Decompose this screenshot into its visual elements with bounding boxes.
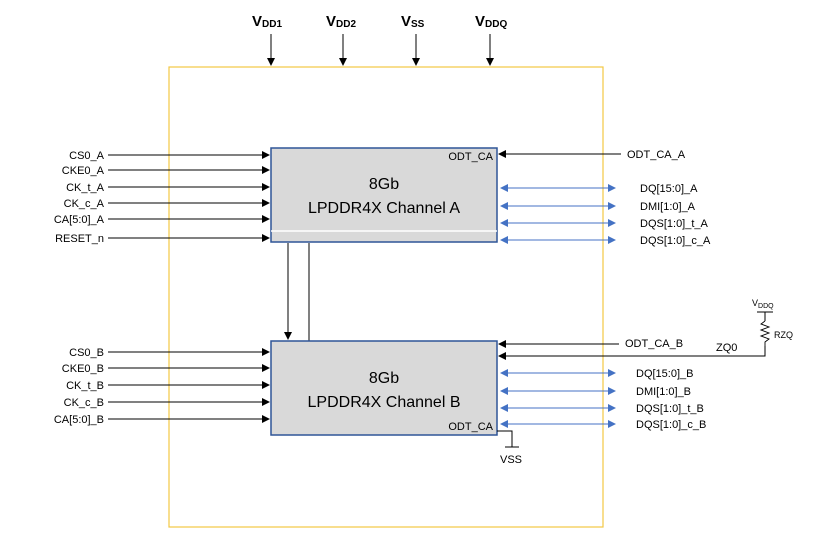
channel-a-bidir: DQ[15:0]_A DMI[1:0]_A DQS[1:0]_t_A DQS[1… (500, 183, 711, 247)
svg-text:VDD2: VDD2 (326, 13, 356, 30)
signal-ck-c-a: CK_c_A (64, 198, 105, 210)
inter-die-links (284, 243, 310, 341)
channel-b-bidir: DQ[15:0]_B DMI[1:0]_B DQS[1:0]_t_B DQS[1… (500, 368, 706, 431)
channel-a-odt-label: ODT_CA (448, 151, 493, 163)
power-pin-vss-sub: SS (411, 19, 425, 30)
signal-reset-n: RESET_n (55, 233, 104, 245)
svg-text:VDDQ: VDDQ (475, 13, 507, 30)
signal-ck-t-a: CK_t_A (66, 182, 105, 194)
channel-b-odt-vss: VSS (497, 430, 522, 466)
power-pin-vdd2: VDD2 (326, 13, 356, 66)
signal-cke0-a: CKE0_A (62, 165, 105, 177)
channel-b-title: LPDDR4X Channel B (308, 394, 461, 411)
signal-dqs-c-a: DQS[1:0]_c_A (640, 235, 711, 247)
signal-zq0: ZQ0 (716, 342, 737, 354)
channel-a-inputs: CS0_A CKE0_A CK_t_A CK_c_A CA[5:0]_A RES… (54, 150, 270, 245)
channel-a-die: 8Gb LPDDR4X Channel A ODT_CA (270, 147, 498, 243)
power-pin-vdd1-main: V (252, 13, 262, 30)
rzq-label: RZQ (774, 330, 793, 340)
rzq-supply: VDDQ (752, 298, 774, 310)
power-pin-vdd2-main: V (326, 13, 336, 30)
power-pin-vddq-sub: DDQ (485, 19, 507, 30)
signal-odt-ca-a: ODT_CA_A (627, 149, 686, 161)
channel-b-odt-zq: ODT_CA_B ZQ0 (498, 338, 766, 360)
rzq-resistor: VDDQ RZQ (752, 298, 793, 346)
package-outline (168, 66, 604, 528)
power-pin-vddq: VDDQ (475, 13, 507, 66)
channel-a-title: LPDDR4X Channel A (308, 200, 460, 217)
power-pin-vss: VSS (401, 13, 425, 66)
signal-ca-b: CA[5:0]_B (54, 414, 104, 426)
signal-cke0-b: CKE0_B (62, 363, 104, 375)
channel-b-odt-label: ODT_CA (448, 421, 493, 433)
signal-dqs-t-a: DQS[1:0]_t_A (640, 218, 709, 230)
signal-dmi-a: DMI[1:0]_A (640, 201, 696, 213)
channel-b-box (270, 340, 498, 436)
rzq-supply-main: V (752, 298, 758, 308)
signal-vss-ground: VSS (500, 454, 522, 466)
power-pin-vss-main: V (401, 13, 411, 30)
svg-text:VSS: VSS (401, 13, 425, 30)
signal-dmi-b: DMI[1:0]_B (636, 386, 691, 398)
power-pin-vdd1-sub: DD1 (262, 19, 282, 30)
signal-ck-t-b: CK_t_B (66, 380, 104, 392)
channel-a-box (270, 147, 498, 243)
channel-a-capacity: 8Gb (369, 176, 399, 193)
signal-dq-b: DQ[15:0]_B (636, 368, 693, 380)
channel-b-capacity: 8Gb (369, 370, 399, 387)
rzq-supply-sub: DDQ (758, 303, 774, 310)
signal-ca-a: CA[5:0]_A (54, 214, 105, 226)
signal-dq-a: DQ[15:0]_A (640, 183, 698, 195)
signal-dqs-t-b: DQS[1:0]_t_B (636, 403, 704, 415)
signal-dqs-c-b: DQS[1:0]_c_B (636, 419, 706, 431)
power-pin-vdd2-sub: DD2 (336, 19, 356, 30)
channel-b-inputs: CS0_B CKE0_B CK_t_B CK_c_B CA[5:0]_B (54, 347, 270, 426)
resistor-zigzag-icon (759, 320, 771, 346)
signal-odt-ca-b: ODT_CA_B (625, 338, 683, 350)
power-pin-vddq-main: V (475, 13, 485, 30)
channel-b-die: 8Gb LPDDR4X Channel B ODT_CA (270, 340, 498, 436)
svg-text:VDD1: VDD1 (252, 13, 282, 30)
power-pin-vdd1: VDD1 (252, 13, 282, 66)
signal-cs0-a: CS0_A (69, 150, 105, 162)
signal-cs0-b: CS0_B (69, 347, 104, 359)
signal-ck-c-b: CK_c_B (64, 397, 104, 409)
channel-a-odt-input: ODT_CA_A (498, 149, 686, 161)
